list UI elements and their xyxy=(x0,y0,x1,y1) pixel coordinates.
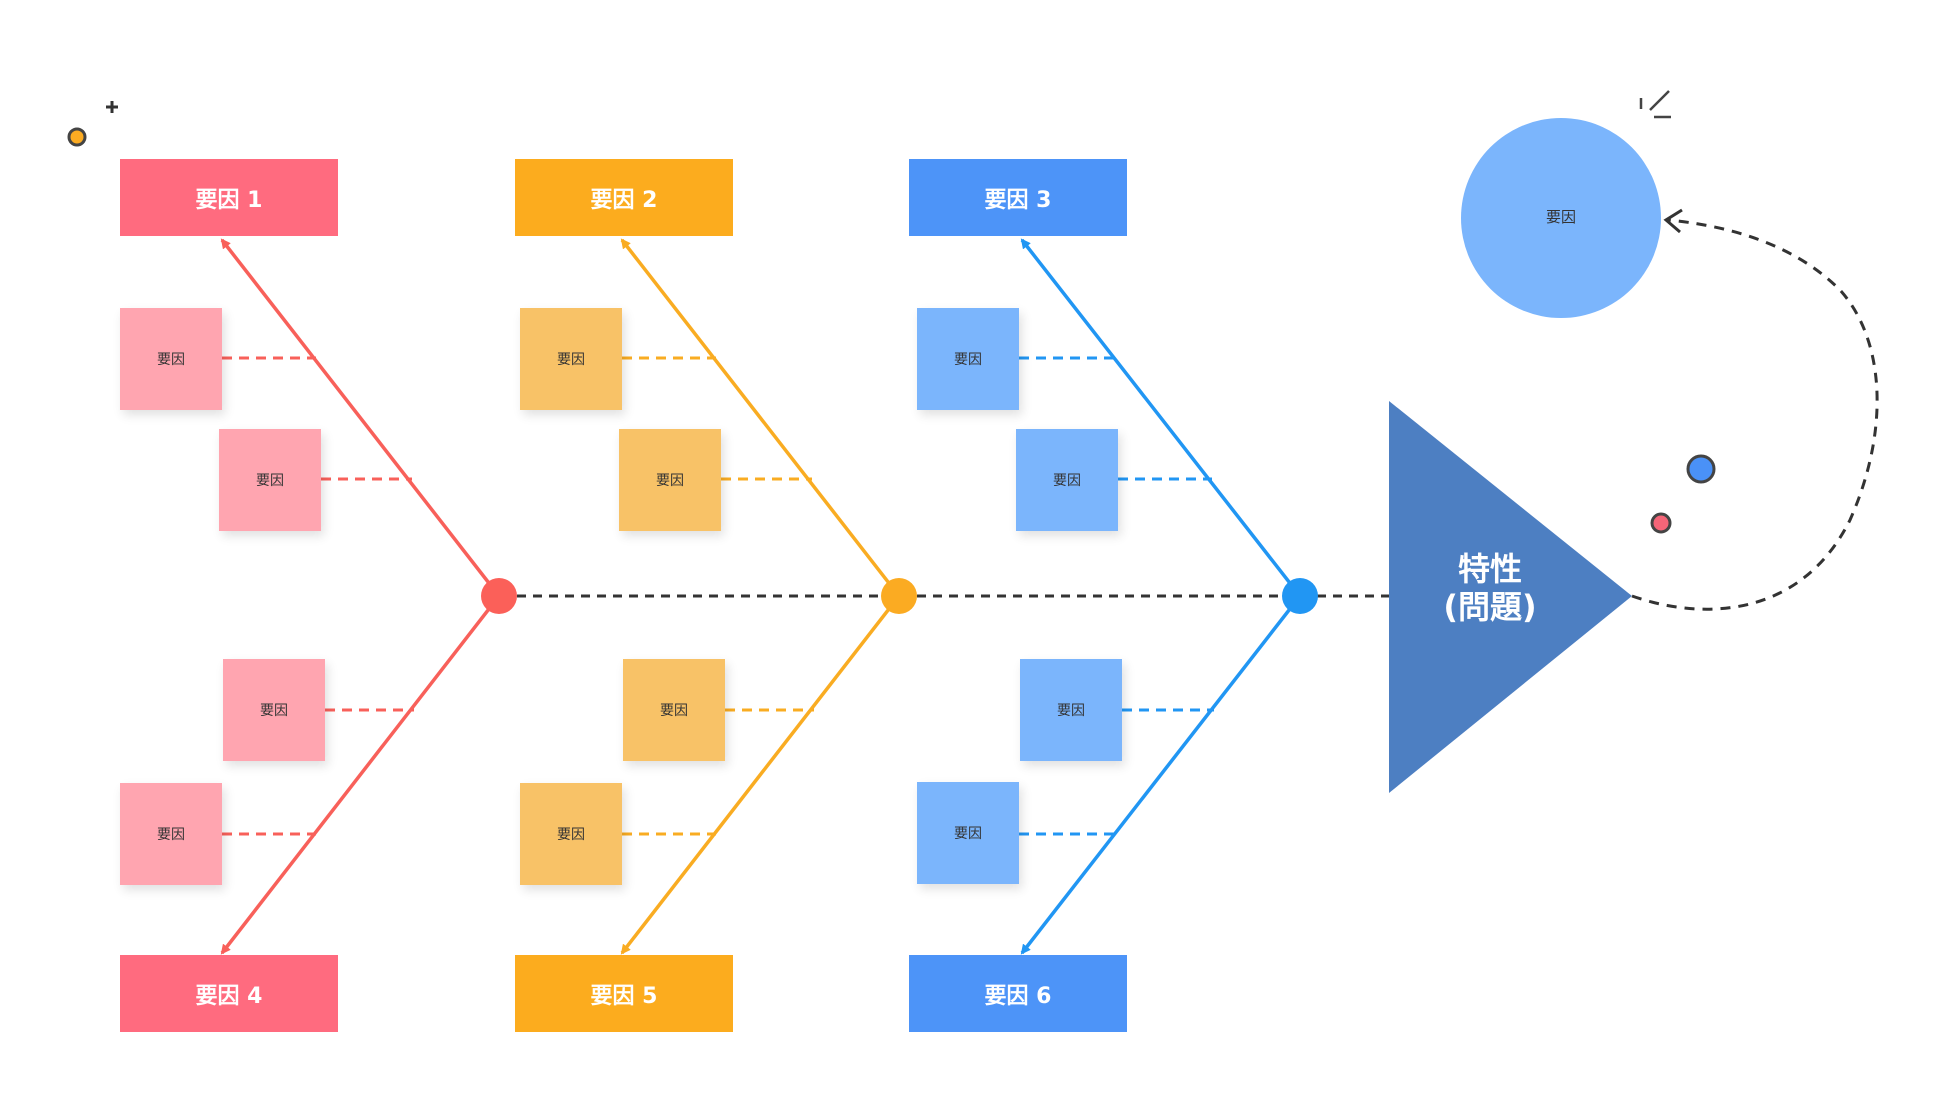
effect-label: 特性 (問題) xyxy=(1410,550,1570,626)
sticky-note[interactable]: 要因 xyxy=(619,429,721,531)
category-box-4[interactable]: 要因 4 xyxy=(120,955,338,1032)
effect-triangle[interactable] xyxy=(1389,401,1632,793)
category-box-2[interactable]: 要因 2 xyxy=(515,159,733,236)
sticky-note[interactable]: 要因 xyxy=(219,429,321,531)
category-box-3[interactable]: 要因 3 xyxy=(909,159,1127,236)
effect-label-line2: (問題) xyxy=(1443,588,1537,626)
plus-icon xyxy=(106,101,118,113)
extra-cause-circle[interactable] xyxy=(1461,118,1661,318)
sticky-note[interactable]: 要因 xyxy=(1020,659,1122,761)
sticky-note[interactable]: 要因 xyxy=(1016,429,1118,531)
bone-cause-2 xyxy=(620,238,901,598)
node-orange xyxy=(881,578,917,614)
sticky-note[interactable]: 要因 xyxy=(120,783,222,885)
bone-cause-4 xyxy=(220,594,501,955)
sticky-note[interactable]: 要因 xyxy=(520,308,622,410)
sticky-note[interactable]: 要因 xyxy=(223,659,325,761)
sticky-note[interactable]: 要因 xyxy=(120,308,222,410)
bone-cause-5 xyxy=(620,594,901,955)
node-blue xyxy=(1282,578,1318,614)
feedback-arrow xyxy=(1631,218,1879,611)
blue-dot-icon xyxy=(1686,454,1716,484)
effect-label-line1: 特性 xyxy=(1457,550,1522,588)
feedback-arrowhead-icon xyxy=(1663,208,1683,234)
extra-cause-label: 要因 xyxy=(1545,208,1576,226)
bone-cause-1 xyxy=(220,238,501,598)
category-box-5[interactable]: 要因 5 xyxy=(515,955,733,1032)
bone-cause-6 xyxy=(1020,594,1302,955)
bone-cause-3 xyxy=(1020,238,1302,598)
sticky-note[interactable]: 要因 xyxy=(520,783,622,885)
pink-dot-icon xyxy=(1650,512,1672,534)
sticky-note[interactable]: 要因 xyxy=(917,782,1019,884)
sparkle-icon xyxy=(1639,90,1671,119)
sticky-note[interactable]: 要因 xyxy=(623,659,725,761)
orange-dot-icon xyxy=(67,127,87,147)
category-box-6[interactable]: 要因 6 xyxy=(909,955,1127,1032)
sticky-note[interactable]: 要因 xyxy=(917,308,1019,410)
category-box-1[interactable]: 要因 1 xyxy=(120,159,338,236)
node-red xyxy=(481,578,517,614)
